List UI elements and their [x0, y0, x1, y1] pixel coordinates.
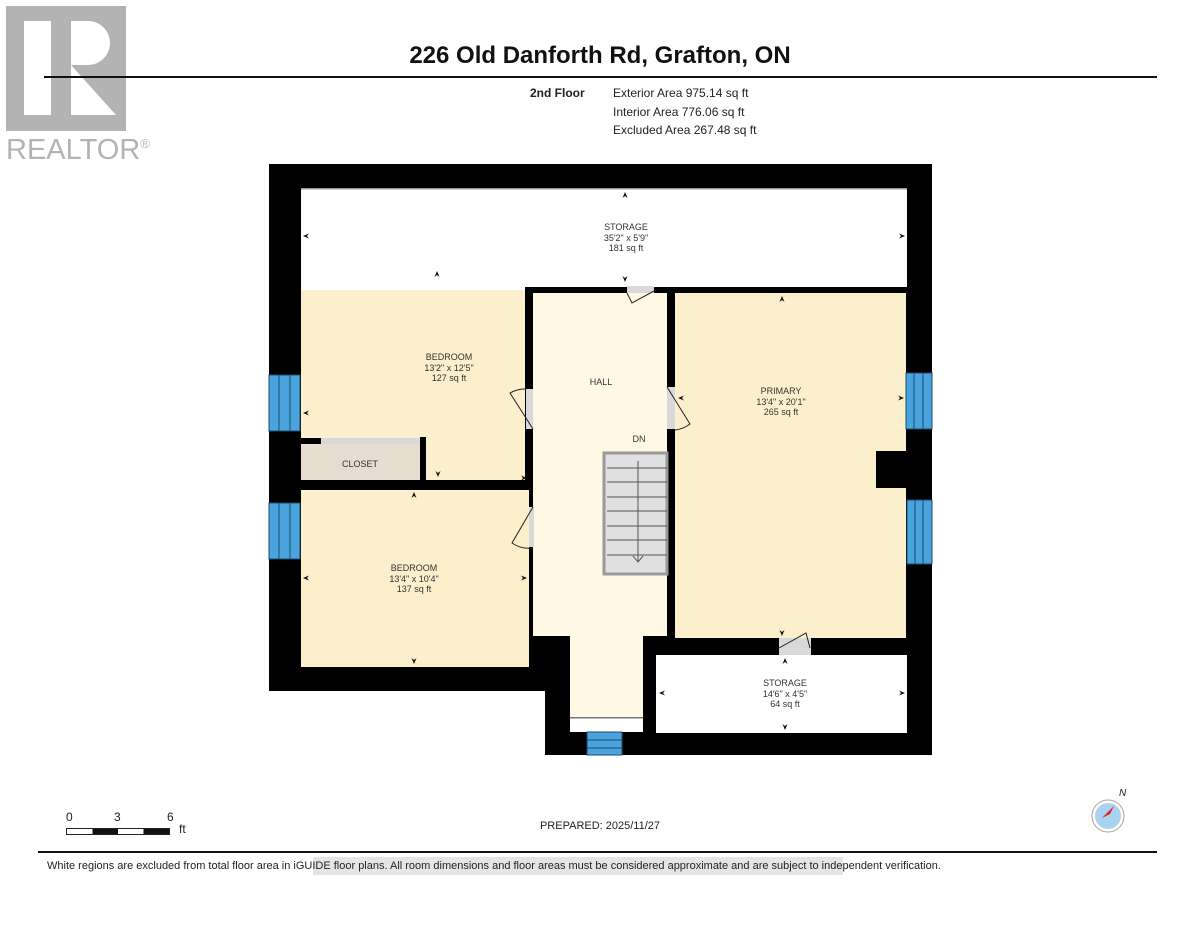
- room-name: BEDROOM: [425, 352, 473, 362]
- room-area: 265 sq ft: [763, 407, 799, 417]
- room-name: PRIMARY: [760, 386, 802, 396]
- room-dimensions: 13'4" x 10'4": [389, 573, 439, 584]
- compass-icon: N: [1086, 786, 1134, 834]
- registered-mark: ®: [140, 136, 150, 151]
- room-name: CLOSET: [341, 459, 379, 469]
- title-divider: [44, 76, 1157, 78]
- room-area: 64 sq ft: [770, 699, 800, 709]
- room-name: STORAGE: [763, 678, 807, 688]
- room-label-closet: CLOSET: [342, 459, 378, 470]
- room-label-primary: PRIMARY 13'4" x 20'1" 265 sq ft: [756, 386, 805, 418]
- stairs-label: DN: [633, 434, 646, 445]
- stairs-direction: DN: [632, 434, 646, 444]
- scale-tick-6: 6: [167, 810, 174, 824]
- dimension-arrow-icon: [303, 192, 905, 730]
- room-label-storage-bottom: STORAGE 14'6" x 4'5" 64 sq ft: [763, 678, 807, 710]
- room-dimensions: 14'6" x 4'5": [762, 688, 808, 699]
- footer-disclaimer: White regions are excluded from total fl…: [47, 860, 941, 872]
- realtor-wordmark: REALTOR®: [6, 134, 150, 167]
- room-name: HALL: [589, 377, 613, 387]
- room-name: STORAGE: [604, 222, 648, 232]
- room-dimensions: 13'2" x 12'5": [424, 362, 474, 373]
- footer-divider: [38, 851, 1157, 853]
- room-dimensions: 13'4" x 20'1": [756, 396, 806, 407]
- window-icon: [268, 372, 933, 756]
- room-name: BEDROOM: [390, 563, 438, 573]
- exterior-area: Exterior Area 975.14 sq ft: [613, 86, 749, 100]
- interior-area: Interior Area 776.06 sq ft: [613, 104, 745, 119]
- scale-tick-3: 3: [114, 810, 121, 824]
- scale-tick-0: 0: [66, 810, 73, 824]
- page-title: 226 Old Danforth Rd, Grafton, ON: [409, 42, 791, 69]
- scale-ruler: [66, 828, 170, 835]
- room-label-bedroom-1: BEDROOM 13'2" x 12'5" 127 sq ft: [424, 352, 473, 384]
- room-label-hall: HALL: [590, 377, 613, 388]
- room-bedroom-2: [301, 490, 529, 667]
- watermark-overlay: [313, 857, 843, 875]
- room-label-storage-top: STORAGE 35'2" x 5'9" 181 sq ft: [604, 222, 648, 254]
- floor-label: 2nd Floor: [530, 86, 585, 100]
- stairs-icon: [602, 451, 669, 576]
- room-area: 137 sq ft: [396, 584, 432, 594]
- room-dimensions: 35'2" x 5'9": [603, 232, 649, 243]
- prepared-date: PREPARED: 2025/11/27: [539, 820, 661, 832]
- room-area: 127 sq ft: [431, 373, 467, 383]
- room-hall: [533, 293, 667, 718]
- scale-bar: 0 3 6 ft: [62, 810, 192, 840]
- excluded-area: Excluded Area 267.48 sq ft: [613, 123, 757, 137]
- door-icon: [509, 286, 811, 655]
- room-primary: [675, 293, 906, 638]
- room-closet: [301, 438, 420, 480]
- compass-north-label: N: [1119, 788, 1127, 799]
- scale-unit: ft: [179, 822, 186, 836]
- room-storage-bottom: [656, 655, 907, 733]
- realtor-text: REALTOR: [6, 134, 141, 166]
- room-area: 181 sq ft: [608, 243, 644, 253]
- room-label-bedroom-2: BEDROOM 13'4" x 10'4" 137 sq ft: [389, 563, 438, 595]
